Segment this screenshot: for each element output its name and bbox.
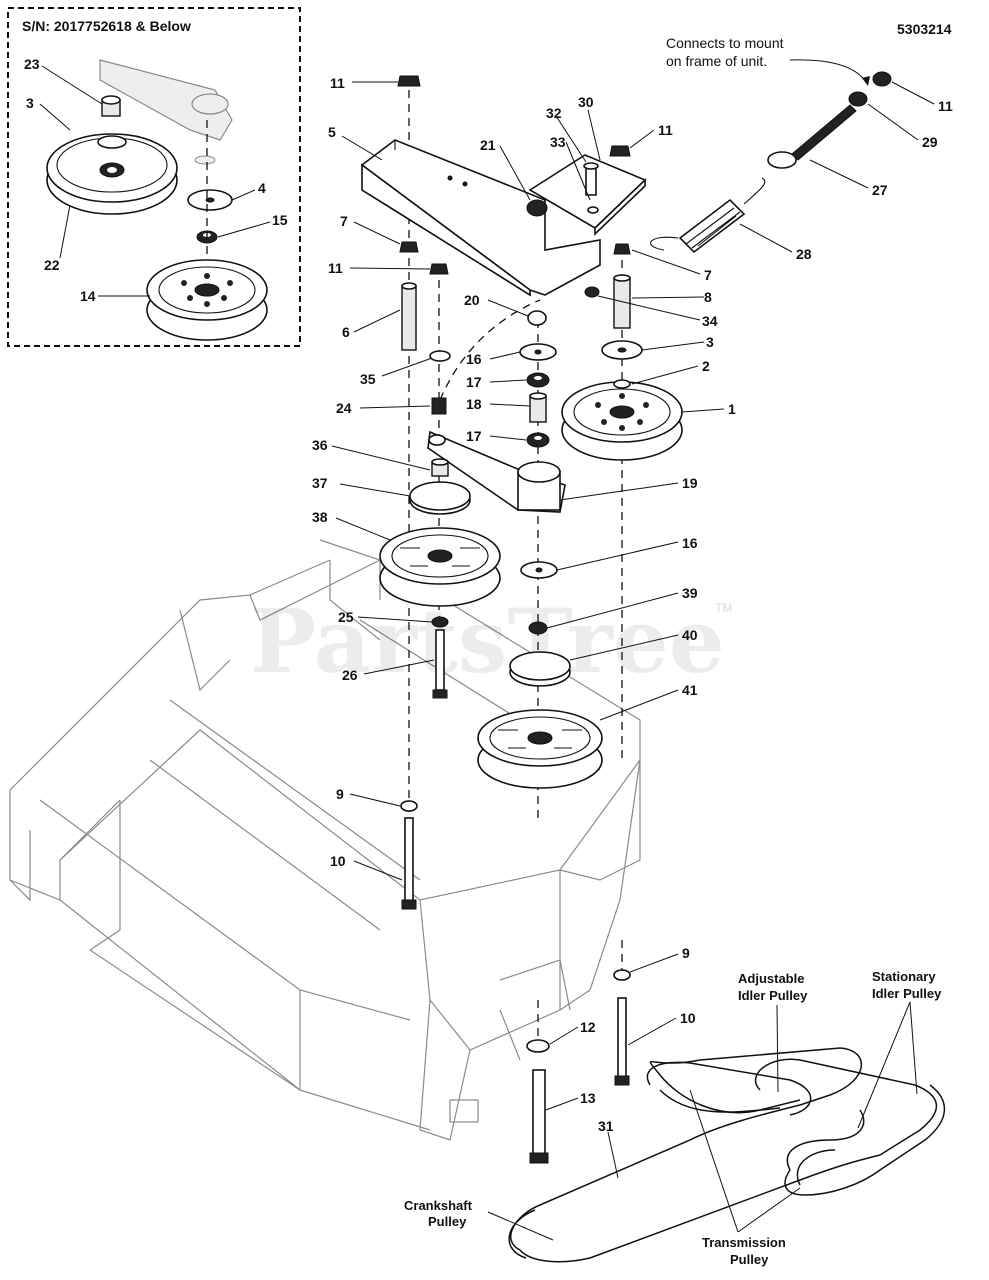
mounting-bracket <box>360 139 647 297</box>
callout-15: 15 <box>272 212 288 228</box>
watermark: PartsTree <box>250 589 725 693</box>
callout-35: 35 <box>360 371 376 387</box>
callout-16-top: 16 <box>466 351 482 367</box>
callout-26: 26 <box>342 667 358 683</box>
callout-11-plate: 11 <box>658 122 673 138</box>
label-crankshaft-line1: Crankshaft <box>404 1198 473 1213</box>
callout-17-top: 17 <box>466 374 482 390</box>
callout-11-mid: 11 <box>328 260 343 276</box>
callout-20: 20 <box>464 292 480 308</box>
callout-11-top: 11 <box>330 75 345 91</box>
mower-frame-outline <box>9 539 641 1141</box>
callout-8: 8 <box>704 289 712 305</box>
callout-12: 12 <box>580 1019 596 1035</box>
inset-leaders <box>39 65 271 297</box>
callout-7-left: 7 <box>340 213 348 229</box>
callout-29: 29 <box>922 134 938 150</box>
label-stationary-line1: Stationary <box>872 969 936 984</box>
callout-4: 4 <box>258 180 266 196</box>
callout-6: 6 <box>342 324 350 340</box>
callout-22: 22 <box>44 257 60 273</box>
callout-13: 13 <box>580 1090 596 1106</box>
callout-37: 37 <box>312 475 328 491</box>
callout-leaders <box>331 81 935 1111</box>
drive-belt <box>508 1047 946 1263</box>
callout-21: 21 <box>480 137 496 153</box>
callout-41: 41 <box>682 682 698 698</box>
callout-3-inset: 3 <box>26 95 34 111</box>
callout-10-right: 10 <box>680 1010 696 1026</box>
part-number: 5303214 <box>897 21 952 37</box>
inset-title: S/N: 2017752618 & Below <box>22 18 191 34</box>
callout-9-left: 9 <box>336 786 344 802</box>
callout-33: 33 <box>550 134 566 150</box>
label-transmission-line2: Pulley <box>730 1252 769 1267</box>
callout-40: 40 <box>682 627 698 643</box>
label-crankshaft-line2: Pulley <box>428 1214 467 1229</box>
callout-5: 5 <box>328 124 336 140</box>
callout-3-right: 3 <box>706 334 714 350</box>
callout-2: 2 <box>702 358 710 374</box>
callout-25: 25 <box>338 609 354 625</box>
connect-note-line1: Connects to mount <box>666 35 784 51</box>
callout-17-bottom: 17 <box>466 428 482 444</box>
connect-note-arrow <box>789 59 867 83</box>
callout-30: 30 <box>578 94 594 110</box>
callout-11-right: 11 <box>938 98 953 114</box>
connect-note-line2: on frame of unit. <box>666 53 767 69</box>
callout-16-bottom: 16 <box>682 535 698 551</box>
callout-36: 36 <box>312 437 328 453</box>
callout-27: 27 <box>872 182 888 198</box>
belt-leaders <box>487 1001 918 1241</box>
inset-parts <box>46 59 268 341</box>
callout-24: 24 <box>336 400 352 416</box>
callout-9-right: 9 <box>682 945 690 961</box>
callout-38: 38 <box>312 509 328 525</box>
callout-39: 39 <box>682 585 698 601</box>
callout-23: 23 <box>24 56 40 72</box>
callout-32: 32 <box>546 105 562 121</box>
callout-14: 14 <box>80 288 96 304</box>
callout-7-right: 7 <box>704 267 712 283</box>
pulley-38 <box>379 527 501 607</box>
callout-34: 34 <box>702 313 718 329</box>
callout-18: 18 <box>466 396 482 412</box>
label-adjustable-line2: Idler Pulley <box>738 988 808 1003</box>
callout-1: 1 <box>728 401 736 417</box>
inset-box <box>7 7 301 347</box>
hardware-parts <box>397 71 892 1164</box>
pulley-1 <box>561 379 683 461</box>
watermark-tm: TM <box>715 601 732 615</box>
callout-28: 28 <box>796 246 812 262</box>
callout-19: 19 <box>682 475 698 491</box>
pulley-41 <box>477 709 603 789</box>
label-stationary-line2: Idler Pulley <box>872 986 942 1001</box>
callout-10-left: 10 <box>330 853 346 869</box>
callout-31: 31 <box>598 1118 614 1134</box>
label-transmission-line1: Transmission <box>702 1235 786 1250</box>
label-adjustable-line1: Adjustable <box>738 971 804 986</box>
